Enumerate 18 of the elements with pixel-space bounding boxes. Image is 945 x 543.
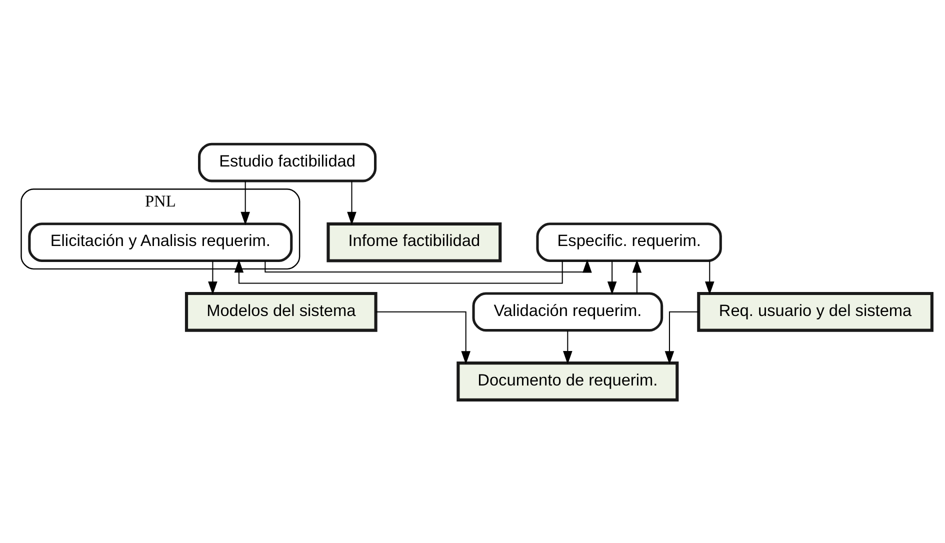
arrow: [704, 260, 714, 294]
node-box: Estudio factibilidad: [198, 142, 377, 182]
node-box: Modelos del sistema: [184, 291, 378, 332]
arrow: [664, 310, 699, 364]
node-box: Infome factibilidad: [326, 222, 502, 262]
arrow: [347, 180, 356, 225]
node-box: Validación requerim.: [472, 292, 664, 332]
arrow: [632, 258, 642, 293]
node-box: Req. usuario y del sistema: [697, 291, 934, 332]
arrow: [563, 330, 572, 364]
arrow: [208, 260, 218, 294]
arrow: [607, 260, 617, 294]
arrow: [376, 310, 471, 364]
arrow: [234, 258, 563, 284]
node-box: Elicitación y Analisis requerim.: [28, 222, 293, 262]
node-box: Documento de requerim.: [456, 361, 679, 401]
node-box: Especific. requerim.: [536, 222, 722, 262]
arrow: [240, 180, 250, 225]
